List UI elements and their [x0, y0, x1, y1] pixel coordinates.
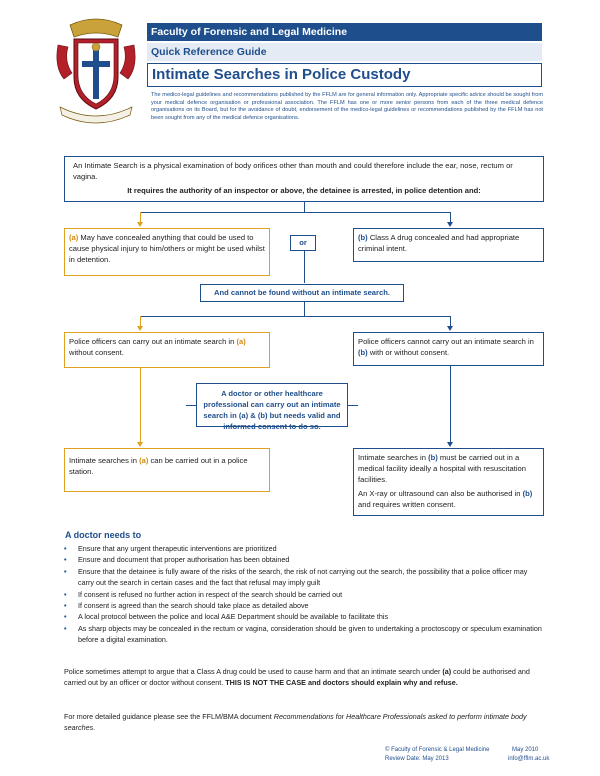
- condition-b-label: (b): [358, 233, 368, 242]
- bullet-icon: •: [64, 601, 67, 611]
- org-banner: Faculty of Forensic and Legal Medicine: [147, 23, 542, 41]
- b-xray-text-post: and requires written consent.: [358, 500, 456, 509]
- guide-type-banner: Quick Reference Guide: [147, 43, 542, 61]
- footer-date: May 2010: [512, 747, 539, 753]
- b-xray-label: (b): [522, 489, 533, 498]
- a-station-label: (a): [139, 456, 149, 465]
- guidance-document-link[interactable]: Recommendations for Healthcare Professio…: [64, 712, 527, 733]
- a-consent-label: (a): [236, 337, 246, 346]
- b-consent-label: (b): [358, 348, 368, 357]
- b-consent-text-pre: Police officers cannot carry out an inti…: [358, 337, 534, 346]
- doctor-needs-list: •Ensure that any urgent therapeutic inte…: [64, 543, 544, 646]
- b-medical-facility-box: Intimate searches in (b) must be carried…: [353, 448, 544, 516]
- a-without-consent-box: Police officers can carry out an intimat…: [64, 332, 270, 368]
- further-guidance-paragraph: For more detailed guidance please see th…: [64, 712, 527, 733]
- condition-a-text: May have concealed anything that could b…: [69, 233, 265, 264]
- condition-a-box: (a) May have concealed anything that cou…: [64, 228, 270, 276]
- b-facility-text-post: must be carried out in a medical facilit…: [358, 453, 526, 484]
- b-consent-text-post: with or without consent.: [367, 348, 450, 357]
- list-item: •Ensure and document that proper authori…: [64, 555, 290, 565]
- a-police-station-box: Intimate searches in (a) can be carried …: [64, 448, 270, 492]
- doctor-needs-heading: A doctor needs to: [65, 530, 142, 540]
- bullet-icon: •: [64, 612, 67, 622]
- condition-a-label: (a): [69, 233, 79, 242]
- faculty-crest-logo: [56, 18, 136, 124]
- list-item: •Ensure that the detainee is fully aware…: [64, 566, 528, 588]
- b-facility-text-pre: Intimate searches in: [358, 453, 429, 462]
- b-no-police-search-box: Police officers cannot carry out an inti…: [353, 332, 544, 366]
- list-item: •If consent is agreed than the search sh…: [64, 601, 309, 611]
- bullet-icon: •: [64, 544, 67, 553]
- a-consent-text-pre: Police officers can carry out an intimat…: [69, 337, 237, 346]
- or-box: or: [290, 235, 316, 251]
- list-item: •If consent is refused no further action…: [64, 589, 343, 599]
- footer-copyright: © Faculty of Forensic & Legal Medicine: [385, 747, 490, 753]
- cannot-be-found-box: And cannot be found without an intimate …: [200, 284, 404, 302]
- a-station-text-pre: Intimate searches in: [69, 456, 140, 465]
- list-item: •Ensure that any urgent therapeutic inte…: [64, 544, 277, 553]
- a-consent-text-post: without consent.: [69, 348, 124, 357]
- authority-text: It requires the authority of an inspecto…: [127, 186, 481, 195]
- bullet-icon: •: [64, 566, 67, 576]
- list-item: •As sharp objects may be concealed in th…: [64, 623, 542, 645]
- document-title: Intimate Searches in Police Custody: [147, 63, 542, 87]
- intro-text: An Intimate Search is a physical examina…: [73, 161, 513, 181]
- b-facility-label: (b): [428, 453, 438, 462]
- intro-box: An Intimate Search is a physical examina…: [64, 156, 544, 202]
- bullet-icon: •: [64, 555, 67, 565]
- list-item: •A local protocol between the police and…: [64, 612, 389, 622]
- class-a-warning-paragraph: Police sometimes attempt to argue that a…: [64, 667, 530, 688]
- a-station-text-post: can be carried out in a police station.: [69, 456, 248, 476]
- condition-b-box: (b) Class A drug concealed and had appro…: [353, 228, 544, 262]
- footer-email-link[interactable]: info@fflm.ac.uk: [508, 756, 550, 762]
- doctor-consent-box: A doctor or other healthcare professiona…: [196, 383, 348, 431]
- bullet-icon: •: [64, 589, 67, 599]
- disclaimer-text: The medico-legal guidelines and recommen…: [151, 92, 543, 121]
- b-xray-text-pre: An X-ray or ultrasound can also be autho…: [358, 489, 523, 498]
- condition-b-text: Class A drug concealed and had appropria…: [358, 233, 520, 253]
- bullet-icon: •: [64, 623, 67, 633]
- footer-review-date: Review Date: May 2013: [385, 756, 449, 762]
